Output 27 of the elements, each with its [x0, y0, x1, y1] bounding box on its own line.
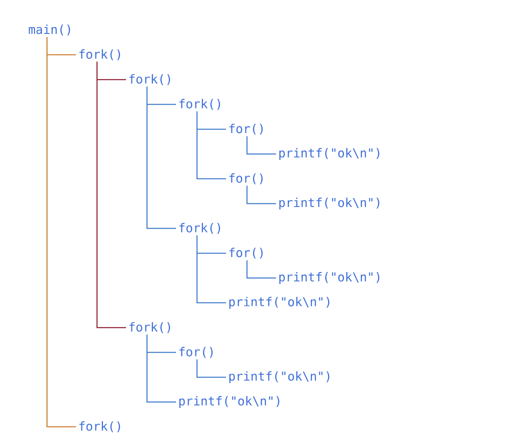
tree-connector — [146, 334, 176, 402]
code-line: printf("ok\n") — [279, 148, 380, 160]
code-line: fork() — [179, 222, 220, 234]
code-line: fork() — [129, 74, 170, 86]
code-line: for() — [179, 346, 213, 358]
code-line: fork() — [179, 98, 220, 110]
tree-connector — [46, 36, 76, 428]
code-line: printf("ok\n") — [229, 296, 330, 309]
tree-connector — [146, 86, 176, 229]
tree-connector — [246, 185, 276, 204]
code-line: printf("ok\n") — [179, 396, 280, 408]
code-line: fork() — [79, 49, 120, 60]
tree-connector — [246, 136, 276, 154]
code-line: printf("ok\n") — [279, 272, 380, 284]
code-line: for() — [229, 248, 263, 259]
code-line: printf("ok\n") — [279, 198, 380, 210]
code-line: for() — [229, 173, 263, 184]
code-line: printf("ok\n") — [229, 371, 330, 384]
tree-connector — [96, 61, 126, 328]
code-line: for() — [229, 124, 263, 135]
code-line: fork() — [129, 322, 170, 334]
tree-connector — [196, 110, 226, 180]
code-line: main() — [28, 24, 70, 36]
tree-connector — [196, 234, 226, 304]
tree-connector — [246, 260, 276, 278]
tree-connector — [196, 358, 226, 378]
code-line: fork() — [79, 421, 120, 432]
